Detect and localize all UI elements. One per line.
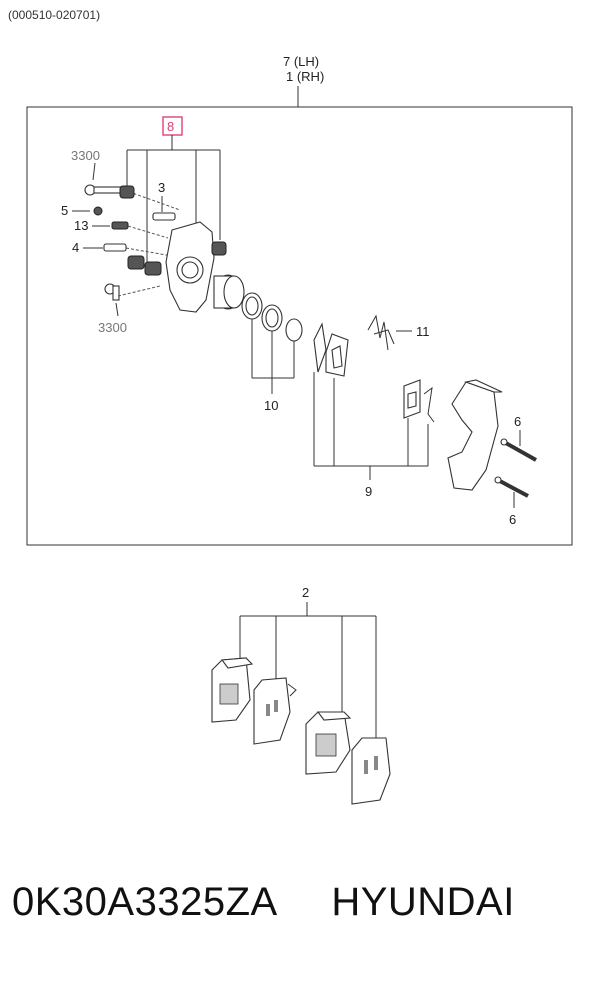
callout-10[interactable]: 10 [264,398,278,413]
callout-3[interactable]: 3 [158,180,165,195]
guide-bolt-bottom [104,283,120,301]
brake-pad-4 [351,737,391,805]
bleeder-screw-13 [111,221,129,230]
callout-6-top[interactable]: 6 [514,414,521,429]
pad-shim-lower [403,379,435,423]
dust-boot-top [119,185,135,199]
part-number: 0K30A3325ZA [12,880,278,924]
guide-pin-6-upper [500,438,537,462]
bleeder-cap-5 [93,206,103,216]
guide-pin-6-lower [494,476,529,498]
brake-pad-3 [305,711,352,775]
anti-rattle-spring-11 [367,314,395,351]
callout-9[interactable]: 9 [365,484,372,499]
label-rh: 1 (RH) [286,69,324,84]
callout-8[interactable]: 8 [167,119,174,134]
caliper-carrier [447,379,503,491]
callout-6-bottom[interactable]: 6 [509,512,516,527]
callout-2[interactable]: 2 [302,585,309,600]
dust-boot-bottom [127,255,162,276]
brand-name: HYUNDAI [331,880,515,924]
part-caption: 0K30A3325ZA HYUNDAI [12,880,515,925]
guide-bolt-top [84,184,125,196]
guide-pin-3 [152,212,176,221]
date-range-code: (000510-020701) [8,8,101,22]
pad-shim-upper [313,322,349,377]
guide-pin-4 [103,243,127,252]
assembly-frame [26,106,573,546]
callout-5[interactable]: 5 [61,203,68,218]
callout-3300-bottom[interactable]: 3300 [98,320,127,335]
brake-pad-1 [211,657,254,723]
callout-3300-top[interactable]: 3300 [71,148,100,163]
callout-4[interactable]: 4 [72,240,79,255]
label-lh: 7 (LH) [283,54,319,69]
piston-seal-ring [241,292,303,342]
piston [213,274,245,310]
brake-pad-2 [253,677,297,745]
callout-13[interactable]: 13 [74,218,88,233]
callout-11[interactable]: 11 [416,324,430,339]
caliper-body [165,221,227,313]
